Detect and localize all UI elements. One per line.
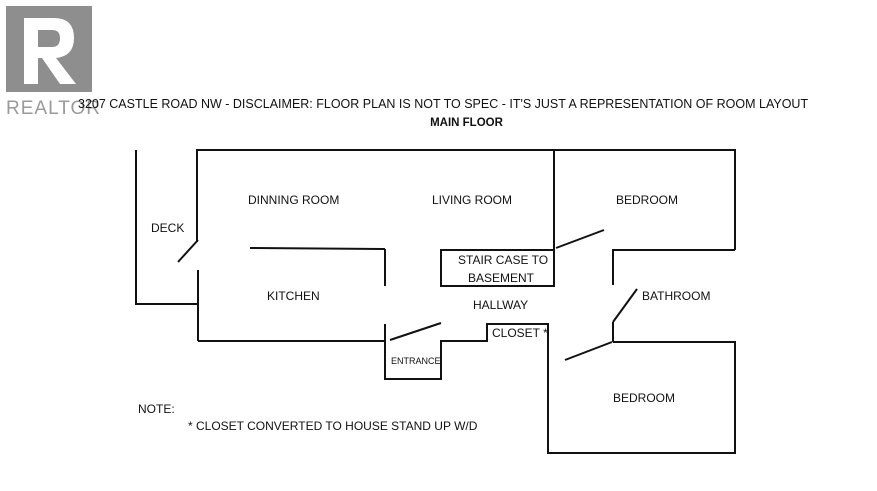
staircase-label-line1: STAIR CASE TO [458,253,548,267]
bathroom-wall [612,249,735,285]
deck-door-swing [177,239,199,263]
dining-room-label: DINNING ROOM [248,193,339,207]
staircase-label-line2: BASEMENT [468,271,535,285]
kitchen-label: KITCHEN [267,289,320,303]
bedroom2-door-swing [564,341,613,361]
bedroom1-door-swing [555,229,605,249]
realtor-r-logo-icon [6,6,92,92]
living-room-label: LIVING ROOM [432,193,512,207]
bedroom1-partition [440,150,555,287]
floor-title: MAIN FLOOR [430,117,503,129]
entrance-wall [384,323,736,454]
entrance-door-swing [389,322,442,341]
realtor-wordmark: REALTOR [6,98,101,119]
closet-label: CLOSET * [492,326,548,340]
plan-header: 3207 CASTLE ROAD NW - DISCLAIMER: FLOOR … [78,97,809,111]
kitchen-wall [249,247,386,250]
entrance-label: ENTRANCE [391,356,441,366]
note-label: NOTE: [138,402,175,416]
bedroom2-label: BEDROOM [613,391,675,405]
note-item: * CLOSET CONVERTED TO HOUSE STAND UP W/D [188,419,478,433]
hallway-label: HALLWAY [473,298,528,312]
deck-wall [135,150,198,305]
bathroom-door-swing [612,288,638,323]
main-left-wall-top [196,149,736,250]
realtor-logo: REALTOR [6,6,100,119]
bedroom1-label: BEDROOM [616,193,678,207]
deck-label: DECK [151,221,184,235]
bathroom-label: BATHROOM [642,289,710,303]
